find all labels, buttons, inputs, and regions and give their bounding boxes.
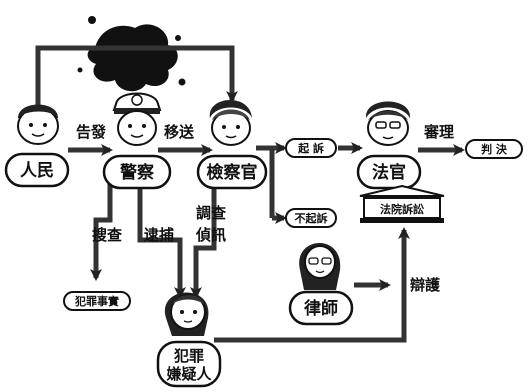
- label-report: 告發: [76, 123, 107, 141]
- court-text: 法院訴訟: [380, 202, 424, 216]
- lawyer-pill: [288, 290, 354, 326]
- police-pill: [102, 154, 172, 190]
- prosecutor-figure: 檢察官: [196, 99, 268, 190]
- lawyer-label: 律師: [303, 298, 338, 319]
- label-investigate-line1: 調查: [196, 204, 227, 222]
- arrow-search: [90, 180, 113, 281]
- lawyer-face-icon: [299, 242, 341, 290]
- court-building-icon: 法院訴訟: [359, 184, 445, 223]
- police-figure: 警察: [102, 92, 172, 190]
- arrow-arrest: [137, 180, 186, 299]
- judge-figure: 法官: [356, 101, 422, 190]
- citizen-figure: 人民: [4, 104, 70, 188]
- label-investigate-line2: 偵訊: [195, 226, 226, 244]
- outcome-verdict: 判 決: [465, 139, 523, 159]
- judge-label: 法官: [372, 162, 406, 183]
- arrow-defend: [214, 227, 410, 343]
- lawyer-figure: 律師: [288, 242, 354, 326]
- citizen-label: 人民: [20, 161, 54, 181]
- judge-face-icon: [365, 101, 411, 146]
- outcome-crime-fact: 犯罪事實: [63, 291, 131, 311]
- verdict-text: 判 決: [481, 142, 508, 156]
- prosecutor-label: 檢察官: [207, 162, 258, 183]
- label-defend: 辯護: [410, 276, 441, 294]
- police-label: 警察: [119, 162, 155, 183]
- no-prosecute-text: 不起訴: [295, 211, 328, 225]
- top-loop-arrow: [35, 45, 238, 108]
- suspect-pill: [156, 340, 222, 388]
- label-trial: 審理: [423, 123, 454, 141]
- ink-blot-icon: [77, 16, 186, 105]
- label-transfer: 移送: [164, 123, 195, 141]
- suspect-label-line2: 嫌疑人: [165, 365, 212, 383]
- arrow-investigate: [190, 180, 217, 299]
- outcome-prosecute: 起 訴: [285, 138, 337, 158]
- label-search: 搜查: [92, 226, 123, 244]
- label-arrest: 逮捕: [144, 226, 174, 244]
- judge-pill: [356, 154, 422, 190]
- flow-arrows: [68, 142, 465, 343]
- prosecutor-pill: [196, 154, 268, 190]
- suspect-label-line1: 犯罪: [173, 347, 204, 365]
- police-face-icon: [112, 92, 162, 146]
- citizen-pill: [4, 152, 70, 188]
- crime-fact-text: 犯罪事實: [74, 294, 119, 308]
- prosecutor-face-icon: [209, 99, 252, 146]
- suspect-figure: 犯罪 嫌疑人: [156, 292, 222, 388]
- prosecute-text: 起 訴: [297, 141, 324, 155]
- suspect-face-icon: [164, 292, 209, 336]
- outcome-no-prosecute: 不起訴: [285, 208, 337, 228]
- citizen-face-icon: [17, 104, 59, 145]
